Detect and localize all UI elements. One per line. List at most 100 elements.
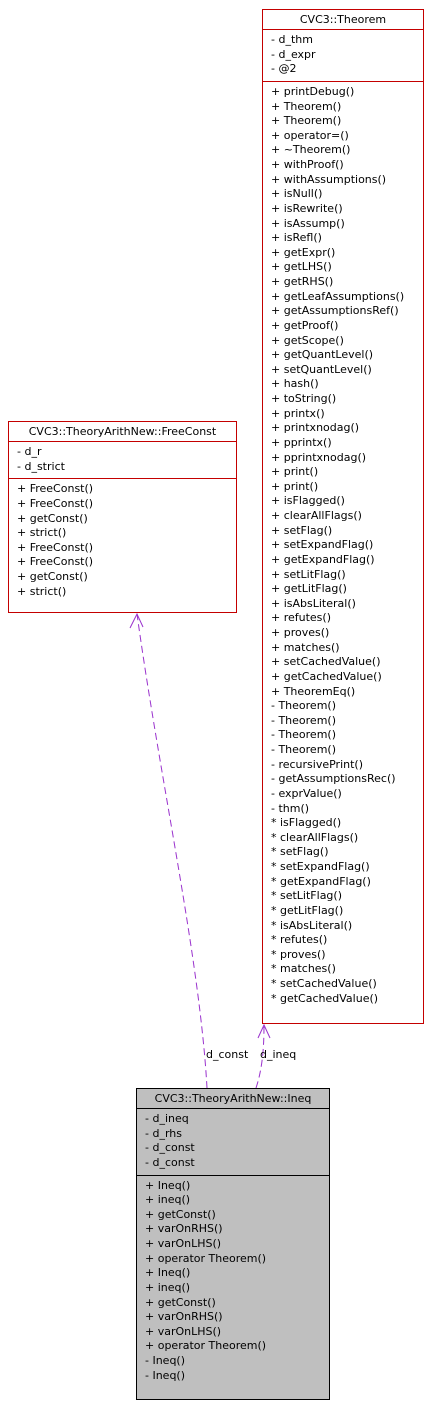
class-method: + varOnLHS() — [145, 1237, 222, 1250]
class-attribute: - d_r — [17, 445, 42, 458]
class-method: + Ineq() — [145, 1266, 191, 1280]
class-method: - Theorem() — [271, 699, 337, 713]
class-method: + getConst() — [17, 570, 88, 583]
class-method: + isFlagged() — [271, 494, 345, 508]
class-attribute: - d_const — [145, 1141, 195, 1155]
class-method: + getScope() — [271, 333, 344, 347]
class-freeconst-attributes: - d_r- d_strict — [9, 442, 236, 478]
edge-label-d-const: d_const — [206, 1048, 249, 1061]
class-method: + isRewrite() — [271, 201, 343, 215]
class-method: + getConst() — [145, 1207, 216, 1221]
class-method: + FreeConst() — [17, 482, 94, 496]
class-method: + Ineq() — [145, 1178, 191, 1192]
class-method: + isAssump() — [271, 216, 345, 230]
class-method: * refutes() — [271, 933, 328, 947]
class-method: + withProof() — [271, 158, 344, 171]
class-method: + ineq() — [145, 1280, 191, 1294]
class-method: + FreeConst() — [17, 555, 94, 569]
class-freeconst-title: CVC3::TheoryArithNew::FreeConst — [9, 422, 236, 442]
class-method: + getExpr() — [271, 245, 336, 259]
class-method: + printDebug() — [271, 84, 355, 98]
class-method: + Theorem() — [271, 114, 342, 128]
class-method: * getCachedValue() — [271, 991, 379, 1005]
class-method: + varOnLHS() — [145, 1324, 222, 1338]
class-method: + print() — [271, 465, 319, 479]
class-freeconst[interactable]: CVC3::TheoryArithNew::FreeConst - d_r- d… — [8, 421, 237, 613]
class-freeconst-methods: + FreeConst()+ FreeConst()+ getConst()+ … — [9, 478, 236, 603]
class-theorem-title: CVC3::Theorem — [263, 10, 423, 30]
class-method: + strict() — [17, 526, 67, 540]
class-method: - getAssumptionsRec() — [271, 772, 396, 786]
class-method: + withAssumptions() — [271, 172, 387, 186]
class-ineq-attributes: - d_ineq- d_rhs- d_const- d_const — [137, 1109, 329, 1175]
class-method: + clearAllFlags() — [271, 509, 362, 522]
class-method: * getLitFlag() — [271, 903, 344, 917]
class-method: * isFlagged() — [271, 816, 342, 830]
class-method: - Ineq() — [145, 1368, 186, 1382]
class-method: + FreeConst() — [17, 496, 94, 510]
class-method: + ~Theorem() — [271, 143, 351, 157]
class-method: + print() — [271, 479, 319, 493]
class-method: + setExpandFlag() — [271, 538, 374, 552]
class-method: + setFlag() — [271, 523, 333, 537]
class-method: + pprintx() — [271, 435, 332, 449]
class-method: + getRHS() — [271, 275, 334, 288]
class-theorem-methods: + printDebug()+ Theorem()+ Theorem()+ op… — [263, 80, 423, 1010]
class-attribute: - d_thm — [271, 33, 313, 46]
edge-d-const-line — [136, 613, 208, 1089]
class-method: * setLitFlag() — [271, 889, 342, 903]
edge-label-d-ineq: d_ineq — [260, 1048, 297, 1061]
class-method: + getLitFlag() — [271, 582, 347, 596]
class-method: + Theorem() — [271, 99, 342, 113]
class-method: + toString() — [271, 392, 337, 405]
class-method: + isAbsLiteral() — [271, 596, 356, 610]
class-method: + refutes() — [271, 611, 332, 625]
class-method: * isAbsLiteral() — [271, 918, 353, 932]
class-attribute: - d_expr — [271, 47, 316, 61]
class-method: - recursivePrint() — [271, 757, 364, 771]
class-method: + strict() — [17, 584, 67, 598]
class-method: * clearAllFlags() — [271, 830, 359, 844]
class-attribute: - d_strict — [17, 459, 65, 473]
class-theorem[interactable]: CVC3::Theorem - d_thm- d_expr- @2 + prin… — [262, 9, 424, 1024]
class-method: * getExpandFlag() — [271, 874, 371, 888]
class-method: + setQuantLevel() — [271, 362, 372, 376]
class-method: + getQuantLevel() — [271, 348, 374, 362]
class-method: + varOnRHS() — [145, 1310, 223, 1324]
class-method: - thm() — [271, 801, 310, 815]
class-method: + operator Theorem() — [145, 1339, 267, 1353]
class-attribute: - d_ineq — [145, 1112, 189, 1125]
class-method: + getExpandFlag() — [271, 552, 375, 566]
class-method: * setFlag() — [271, 845, 329, 859]
class-method: * proves() — [271, 947, 326, 961]
class-method: + proves() — [271, 626, 330, 639]
class-method: * setExpandFlag() — [271, 860, 370, 873]
class-ineq[interactable]: CVC3::TheoryArithNew::Ineq - d_ineq- d_r… — [136, 1088, 330, 1400]
class-method: - Theorem() — [271, 743, 337, 756]
class-method: - Ineq() — [145, 1354, 186, 1367]
class-method: - exprValue() — [271, 786, 342, 800]
class-attribute: - d_rhs — [145, 1126, 182, 1140]
class-method: + pprintxnodag() — [271, 450, 367, 464]
class-method: + getLeafAssumptions() — [271, 289, 405, 303]
class-method: + getConst() — [17, 511, 88, 525]
class-method: + getProof() — [271, 318, 339, 332]
class-method: + operator Theorem() — [145, 1251, 267, 1265]
class-method: + hash() — [271, 377, 319, 391]
class-method: + printxnodag() — [271, 421, 360, 435]
class-method: + operator=() — [271, 128, 349, 142]
class-method: + ineq() — [145, 1193, 191, 1207]
class-method: + getConst() — [145, 1295, 216, 1309]
edge-d-ineq-line — [255, 1024, 265, 1089]
edge-d-const-arrowhead — [129, 612, 144, 629]
class-method: * matches() — [271, 962, 336, 976]
class-theorem-attributes: - d_thm- d_expr- @2 — [263, 30, 423, 81]
class-method: * setCachedValue() — [271, 977, 377, 990]
class-method: + printx() — [271, 406, 325, 420]
class-method: + setCachedValue() — [271, 655, 381, 669]
class-method: - Theorem() — [271, 728, 337, 742]
class-attribute: - @2 — [271, 62, 297, 76]
class-method: + TheoremEq() — [271, 684, 356, 698]
class-method: + isNull() — [271, 187, 323, 201]
